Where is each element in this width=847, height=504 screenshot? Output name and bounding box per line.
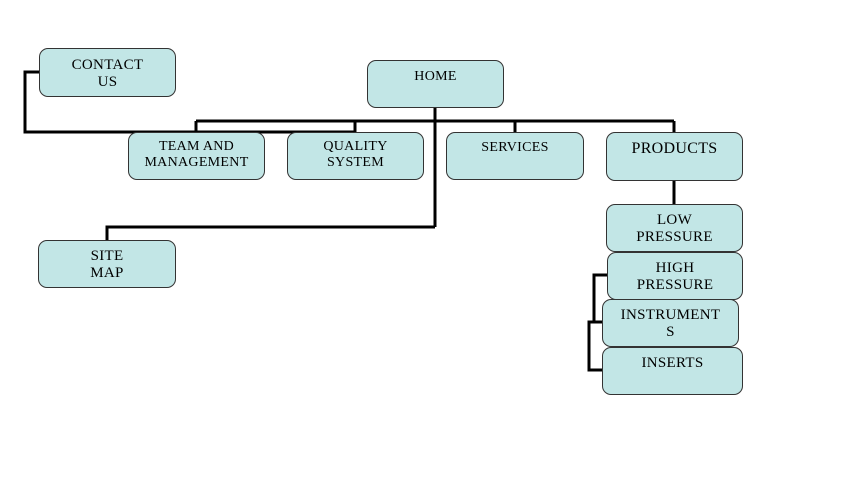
node-inserts[interactable]: INSERTS [602, 347, 743, 395]
node-instruments[interactable]: INSTRUMENT S [602, 299, 739, 347]
node-services[interactable]: SERVICES [446, 132, 584, 180]
node-low-pressure[interactable]: LOW PRESSURE [606, 204, 743, 252]
node-home[interactable]: HOME [367, 60, 504, 108]
node-quality-system[interactable]: QUALITY SYSTEM [287, 132, 424, 180]
node-site-map[interactable]: SITE MAP [38, 240, 176, 288]
connector-site-map [105, 225, 435, 240]
node-products[interactable]: PRODUCTS [606, 132, 743, 181]
connector-inserts-bracket [587, 320, 602, 372]
node-contact-us[interactable]: CONTACT US [39, 48, 176, 97]
node-team-and-management[interactable]: TEAM AND MANAGEMENT [128, 132, 265, 180]
node-high-pressure[interactable]: HIGH PRESSURE [607, 252, 743, 300]
